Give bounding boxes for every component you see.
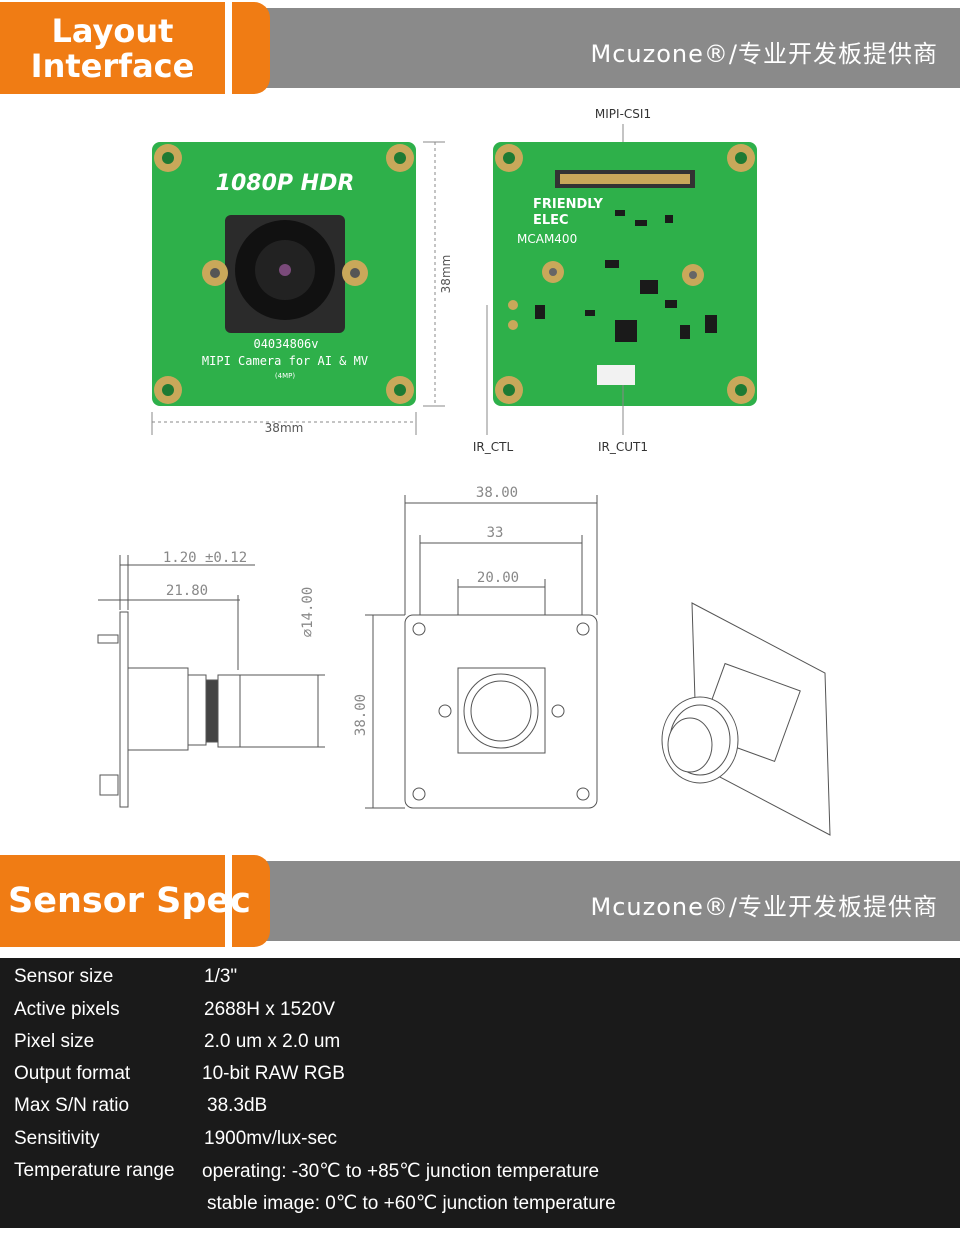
- front-dim-outer: 38.00: [476, 485, 518, 501]
- mipi-connector-label: MIPI-CSI1: [595, 107, 651, 121]
- side-dim-depth: 21.80: [166, 583, 208, 599]
- back-brand-line1: FRIENDLY: [533, 197, 604, 212]
- front-board-caption: MIPI Camera for AI & MV: [202, 354, 368, 368]
- ir-cut-connector: [597, 365, 635, 385]
- front-height-label: 38mm: [439, 255, 453, 294]
- layout-title: Layout Interface: [30, 12, 195, 85]
- ir-cut1-label: IR_CUT1: [598, 440, 648, 454]
- side-view-drawing: 1.20 ±0.12 21.80 ⌀14.00: [97, 550, 325, 808]
- banner-orange-tab: [232, 2, 270, 94]
- front-board-illustration: 1080P HDR 04034806v MIPI Camera for AI &…: [151, 141, 453, 435]
- banner-grey-bar: [230, 8, 960, 88]
- front-width-label: 38mm: [265, 421, 304, 435]
- front-dim-holes: 33: [487, 525, 504, 541]
- brand-text: Mcuzone®/专业开发板提供商: [590, 40, 938, 68]
- front-dim-height: 38.00: [353, 694, 369, 736]
- side-dim-thickness: 1.20 ±0.12: [163, 550, 247, 566]
- sensor-banner: Sensor Spec Mcuzone®/专业开发板提供商: [0, 855, 960, 947]
- perspective-drawing: [661, 602, 831, 836]
- back-pcb: [493, 142, 757, 406]
- back-brand-line2: ELEC: [533, 213, 569, 228]
- back-model: MCAM400: [517, 232, 577, 246]
- ir-ctl-label: IR_CTL: [473, 440, 514, 454]
- side-dim-diameter: ⌀14.00: [300, 587, 316, 638]
- layout-banner: Layout Interface Mcuzone®/专业开发板提供商: [0, 2, 960, 94]
- banner-orange-block: [0, 2, 225, 94]
- back-board-illustration: MIPI-CSI1 FRIENDLY ELEC MCAM400 IR_CTL I…: [473, 107, 757, 454]
- sensor-title: Sensor Spec: [8, 881, 251, 921]
- brand-text: Mcuzone®/专业开发板提供商: [590, 893, 938, 921]
- front-board-title: 1080P HDR: [216, 171, 355, 196]
- front-board-serial: 04034806v: [253, 337, 318, 351]
- front-board-sub: (4MP): [275, 372, 295, 380]
- front-dim-lens: 20.00: [477, 570, 519, 586]
- spec-row: stable image: 0℃ to +60℃ junction temper…: [207, 1193, 616, 1214]
- front-view-drawing: 38.00 33 20.00 38.00: [353, 485, 598, 809]
